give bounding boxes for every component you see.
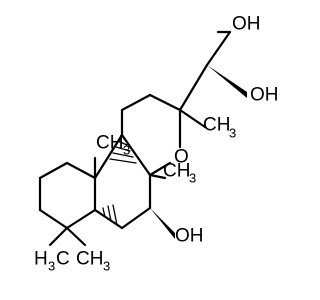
atom-labels: OH OH O OH CH 3 CH 3 CH 3 H 3 C CH 3: [34, 14, 279, 274]
wedge-bond-choh-oh: [207, 65, 247, 98]
atom-label-methyl-junction-lower-subscript: 3: [189, 171, 196, 186]
stereo-bonds: [94, 65, 247, 239]
bond-o-c4a: [148, 161, 172, 177]
atom-label-methyl-gem-a-subscript: 3: [48, 259, 55, 274]
bond-c3-choh: [178, 63, 209, 112]
atom-label-methyl-gem-a-c: C: [56, 249, 70, 270]
hashed-bond-c6a-h: [94, 204, 118, 226]
atom-label-ring-oh: OH: [175, 226, 204, 247]
atom-label-primary-oh: OH: [232, 14, 261, 35]
bond-c3-methyl: [178, 108, 207, 129]
atom-label-methyl-junction-upper-subscript: 3: [123, 143, 130, 158]
atom-label-methyl-gem-b-subscript: 3: [103, 259, 110, 274]
wedge-bond-c5-oh: [150, 208, 175, 239]
bond-c10-c9: [38, 161, 69, 180]
hashed-bond-c10b-h: [109, 134, 137, 164]
bonds: [38, 30, 232, 247]
bond-c7-methyl-b: [65, 226, 87, 247]
bond-c10b-c4a: [120, 133, 152, 177]
bond-c7-c6a: [65, 208, 97, 230]
atom-label-methyl-junction-upper: CH: [96, 133, 123, 154]
bond-c2-c1: [120, 93, 152, 112]
atom-label-methyl-gem-a-h: H: [34, 249, 48, 270]
chemical-structure: OH OH O OH CH 3 CH 3 CH 3 H 3 C CH 3: [34, 14, 279, 274]
bond-c8-c7: [38, 208, 69, 230]
bond-c5-c6: [120, 206, 152, 230]
bond-c3-c2: [148, 93, 182, 112]
atom-label-ring-oxygen: O: [174, 147, 189, 168]
bond-c7-methyl-a: [48, 226, 69, 247]
bond-c6-c6a: [93, 208, 124, 230]
atom-label-methyl-junction-lower: CH: [163, 161, 190, 182]
bond-c10a-c10: [65, 161, 97, 180]
atom-label-secondary-oh: OH: [250, 85, 279, 106]
atom-label-methyl-gem-b: CH: [76, 249, 103, 270]
bond-c10a-c10b: [93, 133, 124, 180]
bond-ch2-choh: [205, 30, 232, 67]
atom-label-methyl-c3-subscript: 3: [229, 126, 236, 141]
atom-label-methyl-c3: CH: [203, 115, 230, 136]
bond-c4a-methyl: [148, 173, 167, 180]
